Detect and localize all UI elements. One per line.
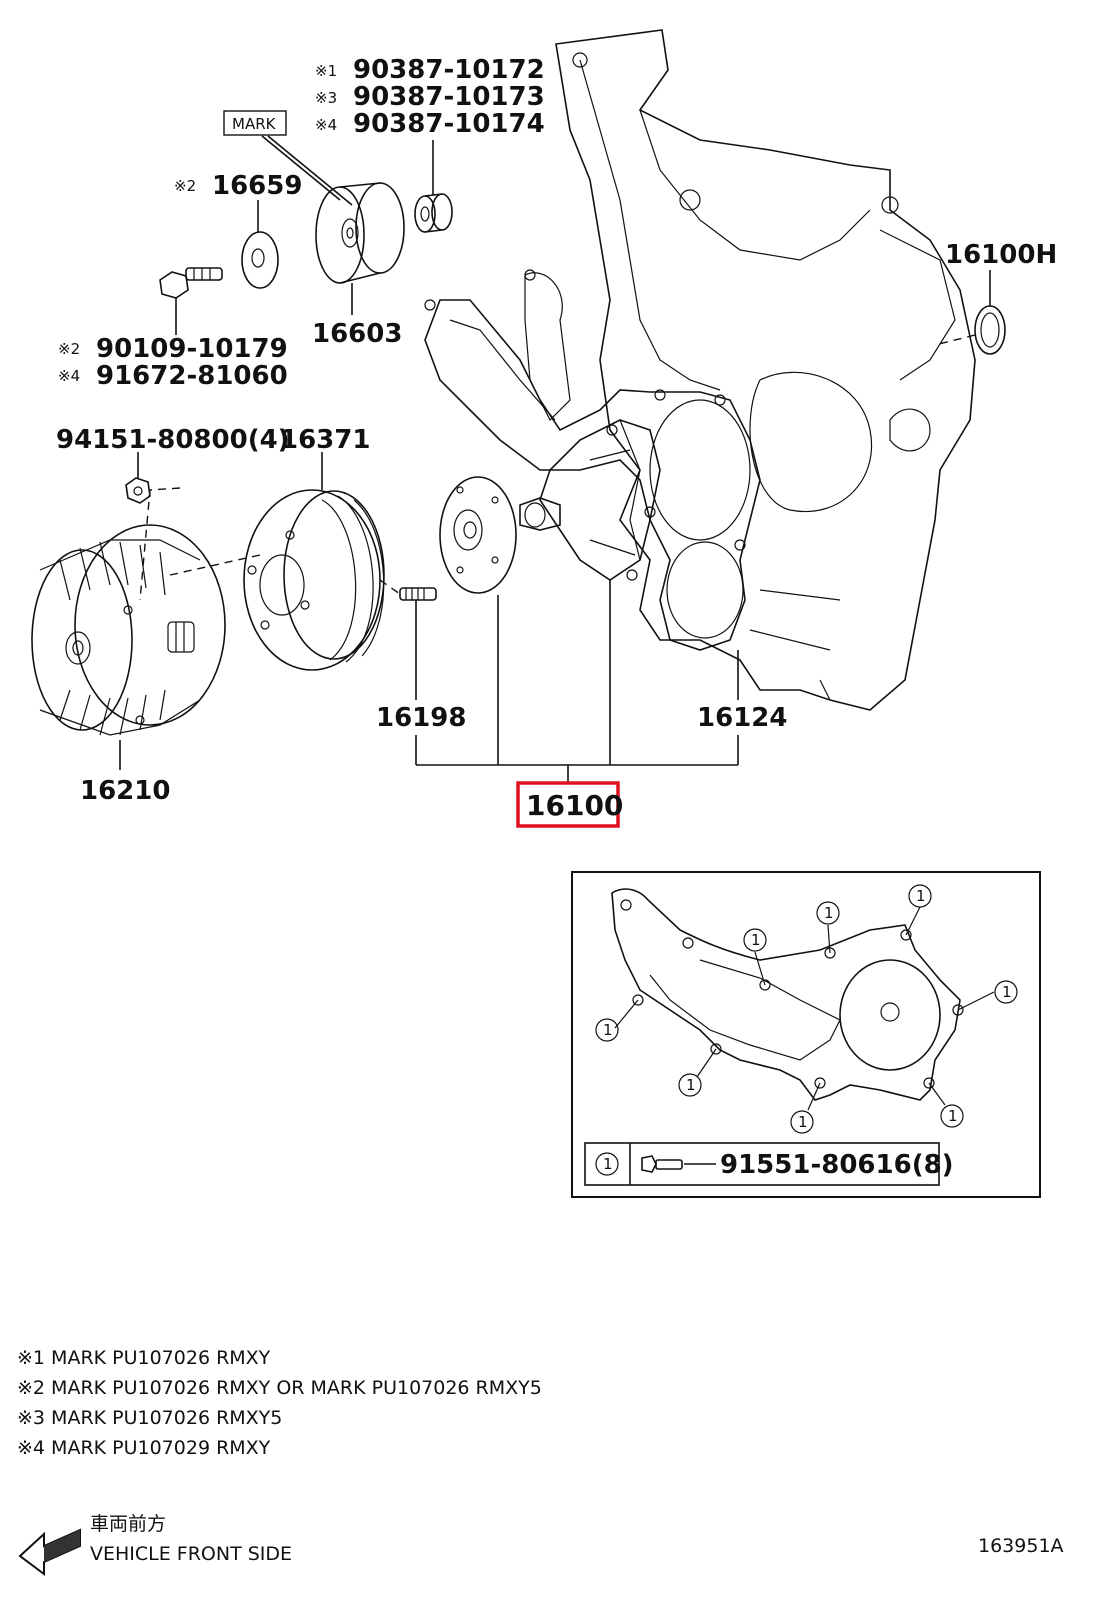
part-16100H[interactable]: 16100H [945,240,1057,270]
part-16124[interactable]: 16124 [697,703,787,733]
part-16371[interactable]: 16371 [280,425,370,455]
part-16210[interactable]: 16210 [80,776,170,806]
gasket-16124-drawing [424,269,761,651]
part-90387-10172[interactable]: 90387-10172 [353,55,545,85]
idler-pulley-16603-drawing [315,182,405,315]
symbol-2-label-16659: ※2 [174,177,196,195]
part-90387-10173[interactable]: 90387-10173 [353,82,545,112]
symbol-4-label: ※4 [315,116,337,134]
part-90109-10179[interactable]: 90109-10179 [96,334,288,364]
note-3: ※3 MARK PU107026 RMXY5 [17,1407,282,1429]
legend-callout-1: 1 [603,1155,613,1173]
figure-id: 163951A [978,1535,1064,1557]
vehicle-front-en: VEHICLE FRONT SIDE [90,1543,292,1565]
pulley-16371-drawing [243,489,385,671]
assembly-bracket-lines [415,580,739,782]
mark-leader [261,135,353,206]
symbol-3-label: ※3 [315,89,337,107]
inset-callout-1g: 1 [798,1113,808,1131]
stud-16198-drawing [399,587,437,601]
pump-hub-flange-drawing [439,476,517,594]
oil-seal-16100h [934,270,1006,355]
note-4: ※4 MARK PU107029 RMXY [17,1437,271,1459]
symbol-4-label-bolt: ※4 [58,367,80,385]
spacer-90387-drawing [414,140,453,233]
inset-callout-1b: 1 [824,904,834,922]
water-pump-drawing [519,419,661,581]
part-91551-80616[interactable]: 91551-80616(8) [720,1150,954,1180]
vehicle-front-arrow-icon [18,1528,81,1576]
mark-box-label: MARK [232,115,277,133]
nut-94151-drawing [125,452,151,504]
part-16603[interactable]: 16603 [312,319,402,349]
inset-callout-1h: 1 [948,1107,958,1125]
inset-callout-1c: 1 [751,931,761,949]
inset-callout-1e: 1 [603,1021,613,1039]
note-1: ※1 MARK PU107026 RMXY [17,1347,271,1369]
assembly-line-3 [379,579,401,595]
part-90387-10174[interactable]: 90387-10174 [353,109,545,139]
timing-cover-drawing [555,29,976,711]
bolt-90109-drawing [159,267,223,335]
highlight-box-16100 [516,781,620,828]
inset-callout-1d: 1 [1002,983,1012,1001]
mark-box [223,110,287,136]
assembly-line-2 [169,554,261,576]
part-16659[interactable]: 16659 [212,171,302,201]
fan-clutch-16210-drawing [31,452,323,770]
part-94151-80800[interactable]: 94151-80800(4) [56,425,290,455]
inset-callout-1a: 1 [916,887,926,905]
assembly-line-1 [139,487,181,601]
part-16100[interactable]: 16100 [526,789,623,822]
symbol-1-label: ※1 [315,62,337,80]
inset-callout-1f: 1 [686,1076,696,1094]
vehicle-front-jp: 車両前方 [90,1513,166,1535]
note-2: ※2 MARK PU107026 RMXY OR MARK PU107026 R… [17,1377,542,1399]
part-16198[interactable]: 16198 [376,703,466,733]
plate-16659-drawing [241,200,279,289]
inset-legend-row [584,1142,940,1186]
symbol-2-label-bolt: ※2 [58,340,80,358]
part-91672-81060[interactable]: 91672-81060 [96,361,288,391]
